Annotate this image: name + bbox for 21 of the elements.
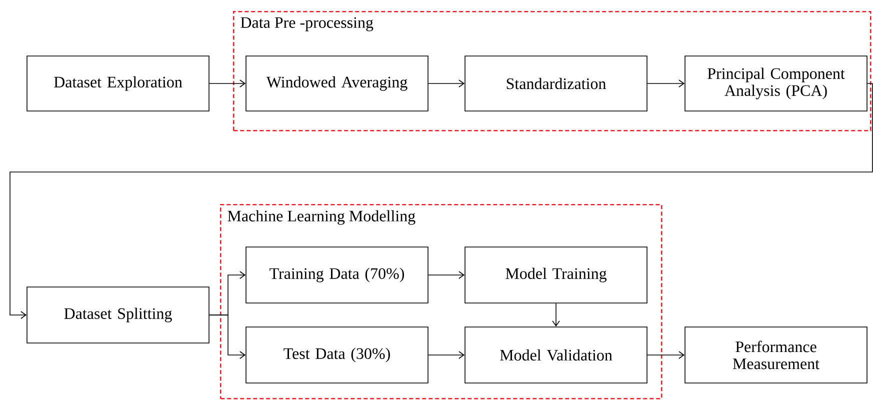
process-box: Model Training [464, 246, 648, 304]
arrow [428, 80, 465, 88]
process-box: Model Validation [464, 326, 648, 384]
group-heading: Data Pre -processing [240, 17, 374, 32]
process-box: Windowed Averaging [246, 56, 428, 112]
arrow [552, 303, 560, 327]
process-box: Performance Measurement [684, 326, 868, 384]
arrow [428, 351, 465, 359]
process-box: Dataset Exploration [26, 56, 210, 112]
arrow [647, 351, 685, 359]
process-box: Standardization [464, 56, 648, 112]
arrow [428, 271, 465, 279]
arrow [209, 314, 246, 359]
arrow [10, 83, 873, 319]
process-box: Test Data (30%) [246, 326, 428, 384]
process-box: Training Data (70%) [246, 246, 428, 304]
arrow [647, 80, 685, 88]
process-box: Principal Component Analysis (PCA) [684, 56, 868, 112]
arrow [209, 80, 246, 88]
group-heading: Machine Learning Modelling [228, 210, 416, 225]
process-box: Dataset Splitting [26, 286, 210, 344]
